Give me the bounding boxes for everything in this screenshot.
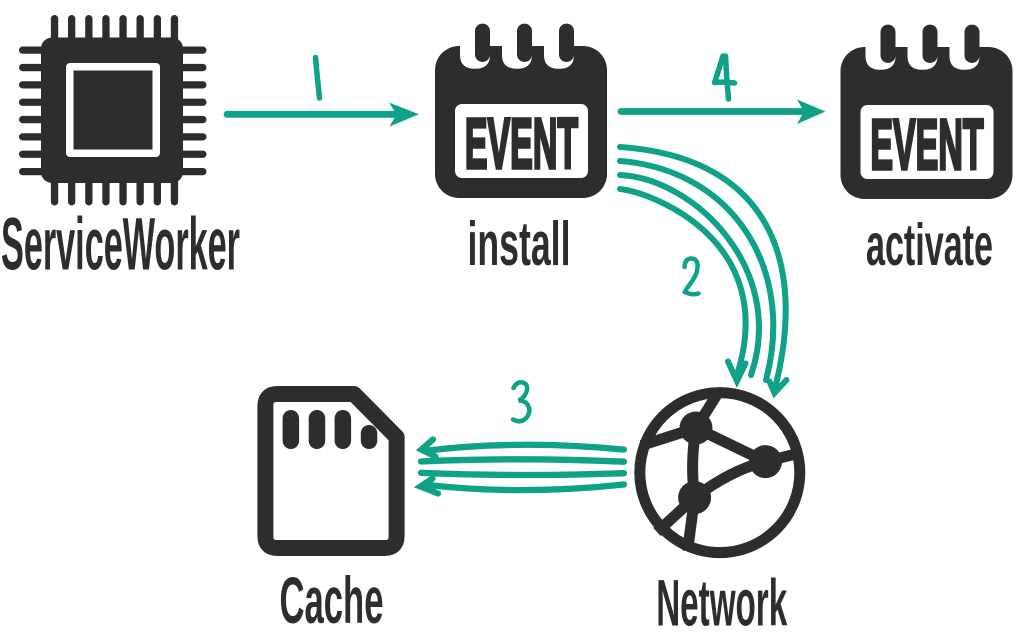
svg-text:Network: Network xyxy=(656,566,787,634)
svg-text:EVENT: EVENT xyxy=(870,105,983,185)
svg-text:EVENT: EVENT xyxy=(465,104,578,184)
svg-text:install: install xyxy=(468,210,571,279)
svg-text:activate: activate xyxy=(866,212,993,278)
svg-text:ServiceWorker: ServiceWorker xyxy=(1,203,240,286)
svg-text:Cache: Cache xyxy=(280,563,384,633)
